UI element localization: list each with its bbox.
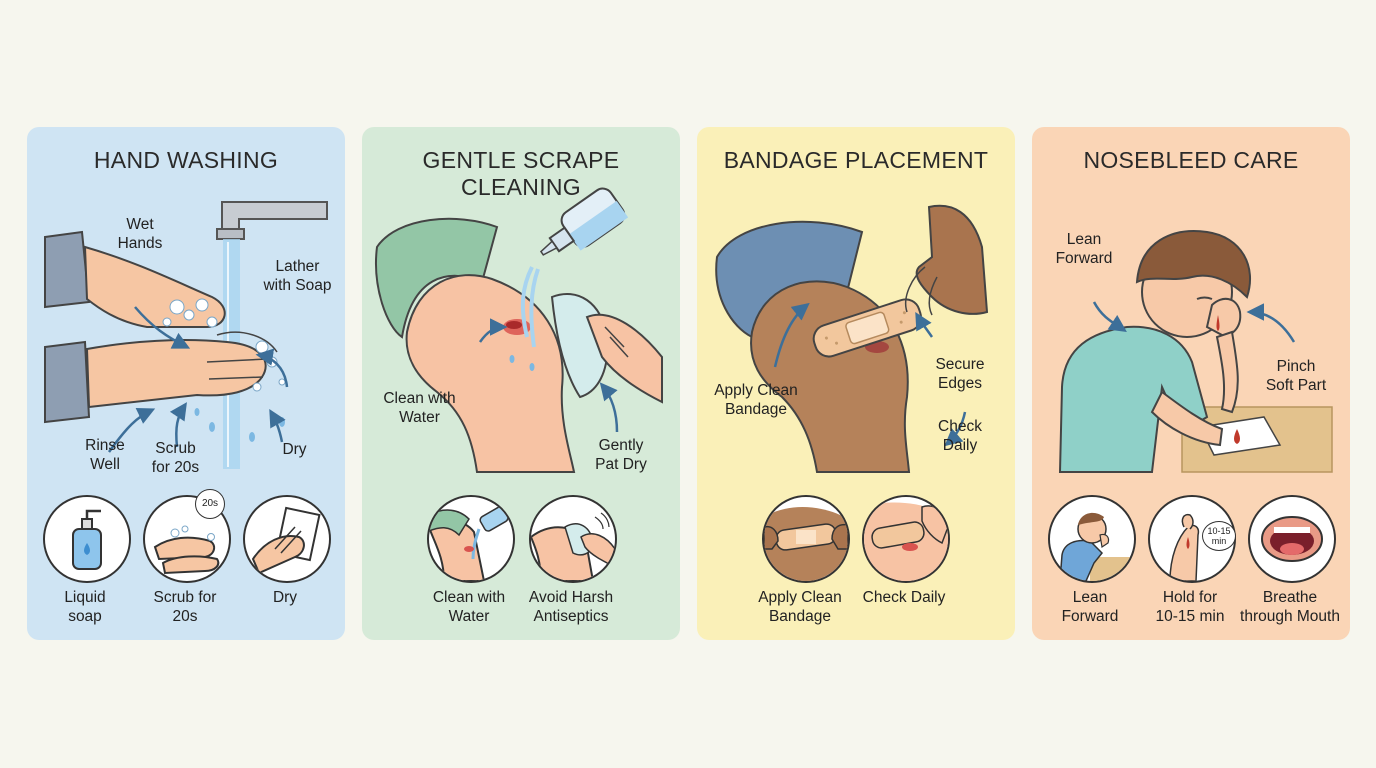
- card-title: HAND WASHING: [93, 147, 279, 173]
- label-wet-hands: Wet Hands: [117, 216, 163, 252]
- nosebleed-care-card: NOSEBLEED CARE Lean Forward Pinch Soft P…: [1032, 127, 1350, 640]
- rinse-knee-circle: [427, 495, 515, 583]
- stopwatch-icon: 10-15 min: [1202, 521, 1236, 551]
- label-check-daily: Check Daily: [938, 418, 982, 454]
- label-gently-pat-dry: Gently Pat Dry: [595, 437, 647, 473]
- label-apply-clean-bandage: Apply Clean Bandage: [714, 382, 798, 418]
- breathe-mouth-icon: [1261, 516, 1323, 562]
- apply-bandage-circle: [762, 495, 850, 583]
- scrape-cleaning-illustration: [375, 187, 663, 473]
- avoid-harsh-antiseptics-label: Avoid Harsh Antiseptics: [528, 589, 614, 625]
- liquid-soap-label: Liquid soap: [64, 589, 106, 625]
- apply-clean-bandage-label: Apply Clean Bandage: [758, 589, 842, 625]
- card-title: GENTLE SCRAPE CLEANING: [422, 147, 620, 200]
- bandage-placement-card: BANDAGE PLACEMENT Apply Clean Bandage Se…: [697, 127, 1015, 640]
- hold-10-15-min-label: Hold for 10-15 min: [1155, 589, 1225, 625]
- apply-bandage-icon: [764, 507, 848, 581]
- scrub-hands-icon: [153, 525, 220, 575]
- check-bandage-circle: [862, 495, 950, 583]
- label-scrub-20s: Scrub for 20s: [151, 440, 200, 476]
- nosebleed-care-illustration: [1058, 230, 1333, 473]
- label-dry: Dry: [282, 441, 307, 458]
- check-bandage-icon: [864, 502, 948, 581]
- hand-washing-card: HAND WASHING Wet Hands Lather: [27, 127, 345, 640]
- lean-forward-icon: [1059, 512, 1134, 581]
- dry-hands-circle: [243, 495, 331, 583]
- hand-washing-illustration: [44, 201, 328, 469]
- lean-forward-label: Lean Forward: [1061, 589, 1119, 625]
- card-title: NOSEBLEED CARE: [1083, 147, 1299, 173]
- scrape-cleaning-card: GENTLE SCRAPE CLEANING Clean with Water …: [362, 127, 680, 640]
- clean-with-water-label: Clean with Water: [432, 589, 506, 625]
- label-secure-edges: Secure Edges: [935, 356, 985, 392]
- lean-forward-circle: [1048, 495, 1136, 583]
- wipe-knee-circle: [529, 495, 617, 583]
- card-title: BANDAGE PLACEMENT: [723, 147, 989, 173]
- wipe-knee-icon: [531, 512, 615, 581]
- dry-hands-icon: [251, 506, 321, 575]
- breathe-through-mouth-label: Breathe through Mouth: [1240, 589, 1340, 625]
- label-clean-with-water: Clean with Water: [383, 390, 456, 426]
- bandage-placement-illustration: [715, 204, 989, 473]
- hold-timer-icon: [1169, 513, 1200, 581]
- liquid-soap-icon: [72, 509, 102, 570]
- label-rinse-well: Rinse Well: [85, 437, 125, 473]
- breathe-mouth-circle: [1248, 495, 1336, 583]
- dry-label: Dry: [272, 589, 298, 606]
- scrub-hands-circle: [143, 495, 231, 583]
- label-lather-with-soap: Lather with Soap: [263, 258, 332, 294]
- liquid-soap-circle: [43, 495, 131, 583]
- label-lean-forward: Lean Forward: [1055, 231, 1113, 267]
- rinse-knee-icon: [429, 506, 509, 581]
- scrub-20s-label: Scrub for 20s: [153, 589, 217, 625]
- label-pinch-soft-part: Pinch Soft Part: [1265, 358, 1327, 394]
- check-daily-label: Check Daily: [862, 589, 946, 606]
- stopwatch-icon: 20s: [195, 489, 225, 519]
